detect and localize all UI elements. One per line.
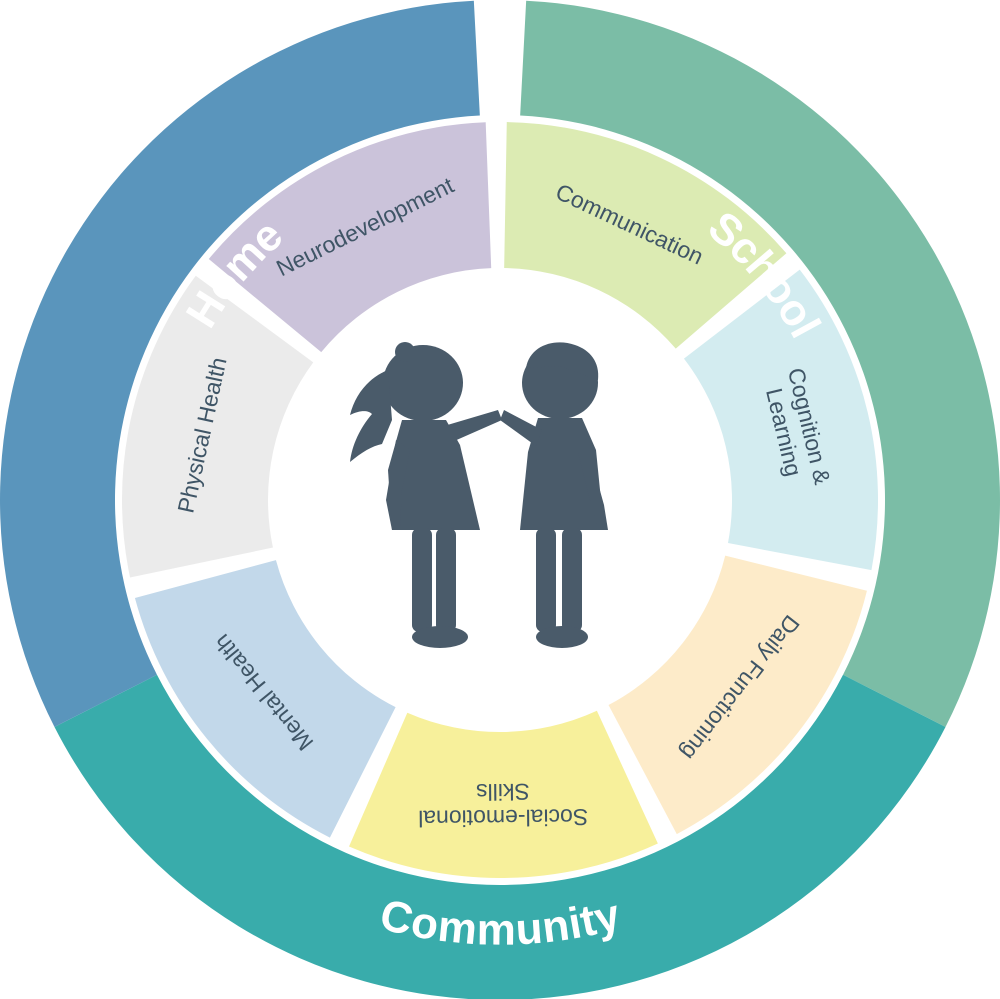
inner-ring [122, 122, 879, 879]
inner-segment-neurodevelopment [208, 122, 492, 353]
inner-segment-cognition-learning [683, 269, 879, 571]
outer-segment-school [54, 674, 946, 999]
outer-segment-home [520, 0, 1000, 727]
boy-silhouette [500, 342, 608, 648]
inner-segment-physical-health [122, 275, 314, 578]
inner-segment-social-emotional-skills [349, 710, 658, 879]
inner-label-social-emotional-skills: Social-emotionalSkills [418, 778, 589, 832]
inner-segment-mental-health [134, 560, 396, 838]
girl-silhouette [350, 342, 502, 648]
inner-segment-daily-functioning [608, 555, 867, 835]
children-holding-hands-icon [350, 342, 608, 648]
outer-segment-community [0, 0, 480, 727]
inner-segment-communication [504, 122, 787, 349]
inner-label-line: Social-emotional [418, 804, 588, 832]
inner-label-line: Skills [476, 779, 530, 806]
